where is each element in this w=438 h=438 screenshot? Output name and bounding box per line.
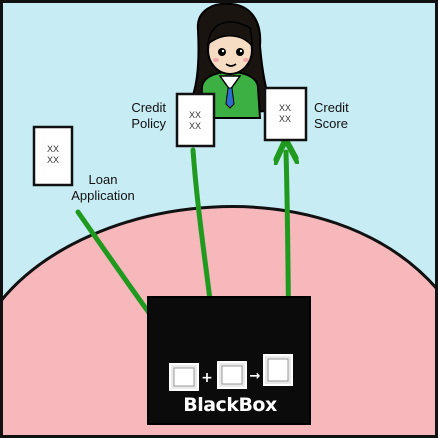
credit-policy-document: XX XX <box>175 92 216 148</box>
score-doc-line1: XX <box>279 103 291 113</box>
stage-box-icon <box>217 361 247 389</box>
credit-score-label: Credit Score <box>314 100 349 131</box>
stage-box-icon <box>169 363 199 391</box>
person-icon <box>186 2 274 119</box>
policy-doc-line1: XX <box>189 110 201 120</box>
black-box-title: BlackBox <box>183 394 277 416</box>
score-doc-line2: XX <box>279 114 291 124</box>
loan-application-label: Loan Application <box>71 172 135 203</box>
loan-doc-line1: XX <box>47 144 59 154</box>
policy-doc-line2: XX <box>189 121 201 131</box>
credit-policy-label: Credit Policy <box>131 100 166 131</box>
loan-doc-line2: XX <box>47 155 59 165</box>
credit-score-document: XX XX <box>263 86 308 142</box>
operator-plus: + <box>201 370 213 386</box>
black-box: + → <box>147 296 311 425</box>
loan-application-document: XX XX <box>32 125 74 187</box>
stage-box-icon <box>263 354 293 386</box>
operator-arrow: → <box>250 369 261 384</box>
